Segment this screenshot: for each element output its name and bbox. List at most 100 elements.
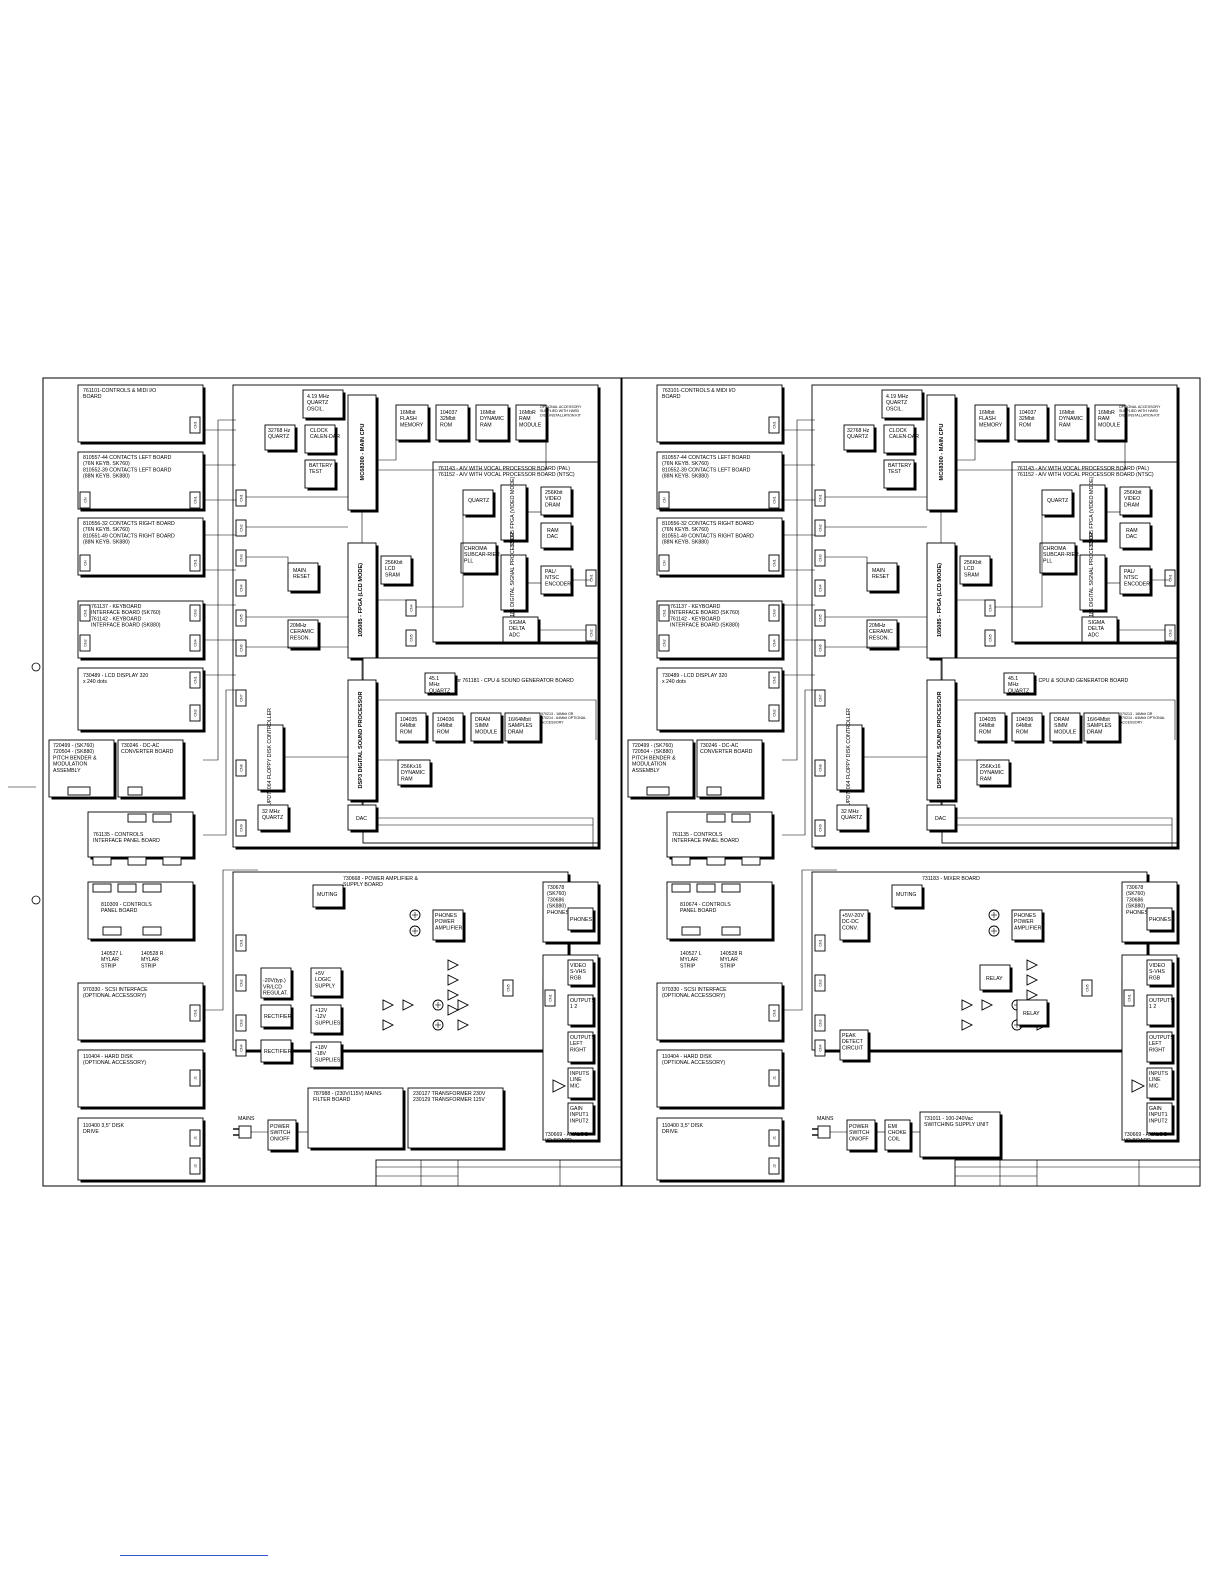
- amplifier-icon: [1026, 974, 1039, 986]
- connector-label: CN5: [409, 634, 413, 641]
- amplifier-icon: [447, 974, 460, 986]
- connector-label: J1: [772, 1136, 776, 1140]
- connector: [768, 1004, 780, 1022]
- connector: [405, 599, 417, 617]
- connector: [696, 883, 716, 893]
- main-reset: [287, 562, 319, 592]
- dsp-vocal-label: ADSP2181 DIGITAL SIGNAL PROCESSOR: [510, 532, 516, 634]
- connector-label: CN1: [818, 939, 822, 946]
- connector: [79, 604, 91, 622]
- amplifier-icon: [961, 999, 974, 1011]
- dsp-vocal-label: ADSP2181 DIGITAL SIGNAL PROCESSOR: [1089, 532, 1095, 634]
- connector: [984, 629, 996, 647]
- main-cpu: [926, 394, 956, 511]
- connector: [235, 934, 247, 952]
- connector: [814, 489, 826, 507]
- pitch-label: 720499 - (SK760)720504 - (SK880)PITCH BE…: [632, 743, 676, 774]
- lcd-display: [77, 667, 204, 731]
- connector-label: CN3: [239, 1019, 243, 1026]
- connector: [658, 604, 670, 622]
- pitch-label: 720499 - (SK760)720504 - (SK880)PITCH BE…: [53, 743, 97, 774]
- connector: [658, 634, 670, 652]
- connector-label: CN1: [589, 574, 593, 581]
- connector: [658, 554, 670, 572]
- connector-label: CN1: [662, 609, 666, 616]
- connector: [814, 819, 826, 837]
- dsp-vocal: [1079, 554, 1106, 611]
- connector-label: CN8: [818, 764, 822, 771]
- connector: [162, 856, 182, 866]
- quartz-32m: [257, 804, 289, 831]
- connector-label: CN1: [772, 676, 776, 683]
- connector-label: CN4: [239, 1044, 243, 1051]
- connector: [405, 629, 417, 647]
- fpga-video-label: 105025 FPGA (VIDEO MODE): [510, 476, 516, 547]
- hdd-label: 110404 - HARD DISK(OPTIONAL ACCESSORY): [83, 1054, 146, 1066]
- connector-label: CN1: [772, 421, 776, 428]
- power-switch: [267, 1119, 297, 1151]
- connector-label: CN1: [772, 559, 776, 566]
- quartz-oscillator: [302, 389, 344, 419]
- connector: [189, 554, 201, 572]
- power-board-title: 731183 - MIXER BOARD: [922, 876, 980, 882]
- rectifier-2: [260, 1039, 292, 1063]
- connector: [235, 974, 247, 992]
- video-outputs: [1146, 959, 1173, 986]
- connector-label: CN3: [818, 1019, 822, 1026]
- rect2-label: RECTIFIER: [264, 1049, 292, 1055]
- connector-label: J2: [772, 1164, 776, 1168]
- dsp3-label: DSP3 DIGITAL SOUND PROCESSOR: [937, 691, 943, 788]
- outputs-12: [567, 994, 594, 1026]
- phones-label: PHONES: [1149, 917, 1171, 923]
- connector: [814, 579, 826, 597]
- quartz-45: [424, 672, 456, 694]
- connector: [189, 704, 201, 722]
- connector-label: CN5: [239, 614, 243, 621]
- connector-label: CN3: [193, 609, 197, 616]
- connector: [189, 491, 201, 509]
- connector-label: J2: [193, 1164, 197, 1168]
- mains-label: MAINS: [238, 1116, 255, 1122]
- punch-hole: [31, 662, 41, 672]
- signal-wire: [782, 419, 815, 761]
- phones-amplifier: [1011, 909, 1043, 941]
- connector-label: CN3: [772, 609, 776, 616]
- battery-test: [883, 459, 915, 489]
- phones-jack: [567, 907, 594, 931]
- connector-label: CN9: [239, 824, 243, 831]
- connector-label: CN9: [818, 824, 822, 831]
- sound-generator-board: [941, 657, 1178, 844]
- connector: [768, 634, 780, 652]
- connector-label: CN: [662, 560, 666, 566]
- pal-ntsc-encoder: [540, 565, 572, 595]
- ceramic-resonator: [866, 619, 898, 649]
- main-reset: [866, 562, 898, 592]
- connector: [235, 489, 247, 507]
- peak-detect-circuit: [839, 1029, 869, 1061]
